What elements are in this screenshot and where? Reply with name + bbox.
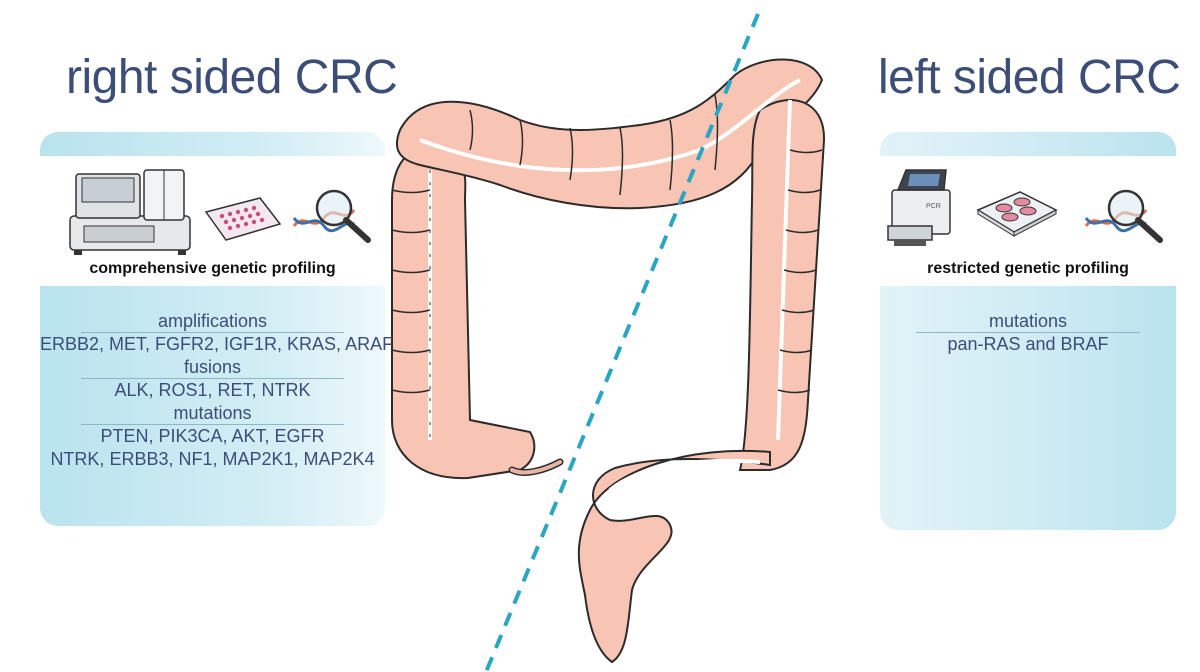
group-genes: ALK, ROS1, RET, NTRK bbox=[114, 380, 311, 400]
left-sided-panel: PCR restricted genetic profiling mutatio… bbox=[880, 132, 1176, 530]
group-heading: mutations bbox=[40, 402, 385, 425]
well-plate-icon bbox=[204, 197, 282, 241]
alteration-list: amplifications ERBB2, MET, FGFR2, IGF1R,… bbox=[40, 310, 394, 471]
right-sided-panel: comprehensive genetic profiling amplific… bbox=[40, 132, 394, 526]
left-sided-crc-title: left sided CRC bbox=[878, 51, 1181, 104]
pcr-machine-icon: PCR bbox=[887, 169, 951, 246]
culture-dish-icon bbox=[976, 191, 1058, 237]
group-heading: fusions bbox=[40, 356, 385, 379]
dna-magnifier-icon bbox=[292, 189, 371, 243]
colon-body bbox=[391, 58, 826, 664]
pcr-label: PCR bbox=[926, 203, 941, 210]
alteration-list: mutations pan-RAS and BRAF bbox=[880, 310, 1176, 356]
group-heading: amplifications bbox=[40, 310, 385, 333]
group-heading: mutations bbox=[880, 310, 1176, 333]
profiling-label: comprehensive genetic profiling bbox=[89, 260, 336, 277]
group-genes: ERBB2, MET, FGFR2, IGF1R, KRAS, ARAF bbox=[40, 334, 394, 354]
right-sided-crc-title: right sided CRC bbox=[66, 51, 398, 104]
profiling-label: restricted genetic profiling bbox=[927, 260, 1129, 277]
sequencer-icon bbox=[69, 169, 191, 255]
group-genes: pan-RAS and BRAF bbox=[947, 334, 1109, 354]
group-genes: PTEN, PIK3CA, AKT, EGFR bbox=[100, 426, 325, 446]
dna-magnifier-icon bbox=[1084, 189, 1163, 243]
group-genes: NTRK, ERBB3, NF1, MAP2K1, MAP2K4 bbox=[50, 449, 375, 469]
